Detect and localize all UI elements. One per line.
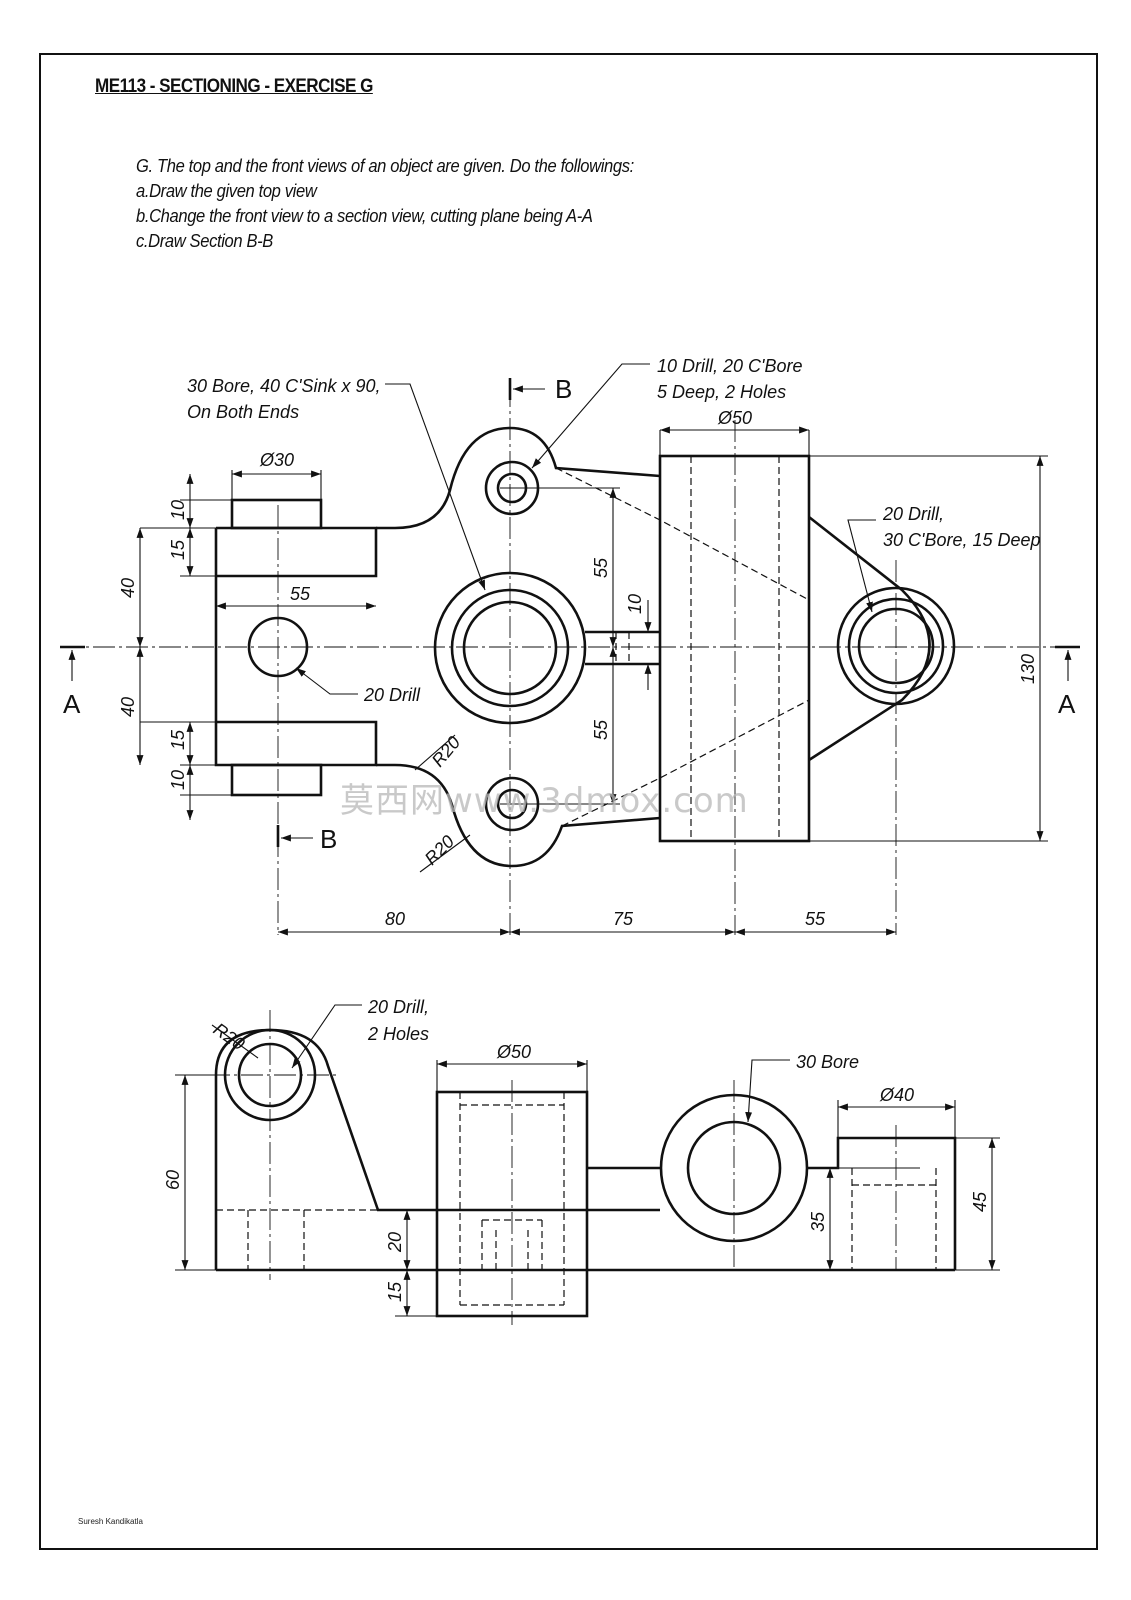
section-label-a-left: A	[63, 689, 81, 719]
dim-55-up: 55	[591, 557, 611, 578]
dim-d40: Ø40	[879, 1085, 914, 1105]
boss-bottom	[230, 763, 323, 797]
note-front-bore: 30 Bore	[796, 1052, 859, 1072]
left-block-outline	[214, 528, 378, 767]
note-20drill-line1: 20 Drill,	[882, 504, 944, 524]
sheet-title: ME113 - SECTIONING - EXERCISE G	[95, 76, 373, 97]
watermark: 莫西网www.3dmox.com	[340, 781, 749, 821]
note-bore-line1: 30 Bore, 40 C'Sink x 90,	[187, 376, 381, 396]
dim-d50-front: Ø50	[496, 1042, 531, 1062]
note-cbore-line2: 5 Deep, 2 Holes	[657, 382, 786, 402]
upper-lug-outline	[376, 426, 661, 530]
note-cbore-line1: 10 Drill, 20 C'Bore	[657, 356, 803, 376]
drawing-border	[39, 53, 1098, 1550]
instruction-line: a.Draw the given top view	[136, 181, 317, 201]
dim-15-top: 15	[168, 539, 188, 560]
dim-60: 60	[163, 1170, 183, 1190]
front-view: 60 Ø50 Ø40 20 15 35 45 R20 20 Drill, 2 H…	[163, 997, 1000, 1325]
dim-80: 80	[385, 909, 405, 929]
note-20drill-line2: 30 C'Bore, 15 Deep	[883, 530, 1041, 550]
boss-top	[230, 498, 323, 530]
note-front-drill-line2: 2 Holes	[367, 1024, 429, 1044]
dim-d50-top: Ø50	[717, 408, 752, 428]
dim-45: 45	[970, 1191, 990, 1212]
top-view: Ø50 Ø30 10 15 40 40 15 10 55 55 55	[60, 356, 1080, 936]
dim-130: 130	[1018, 654, 1038, 684]
dim-40-top: 40	[118, 578, 138, 598]
dim-r20-b: R20	[421, 831, 458, 868]
dim-d30: Ø30	[259, 450, 294, 470]
dim-35: 35	[808, 1211, 828, 1232]
dim-10-bottom: 10	[168, 770, 188, 790]
instruction-line: b.Change the front view to a section vie…	[136, 206, 593, 226]
section-label-b-bottom: B	[320, 824, 337, 854]
instruction-line: c.Draw Section B-B	[136, 231, 273, 251]
dim-15-bottom: 15	[168, 729, 188, 750]
dim-10-top: 10	[168, 500, 188, 520]
dim-55-block: 55	[290, 584, 311, 604]
dim-55-bottom: 55	[805, 909, 826, 929]
dim-r20-front: R20	[210, 1019, 249, 1054]
instructions: G. The top and the front views of an obj…	[136, 154, 634, 254]
instruction-line: G. The top and the front views of an obj…	[136, 156, 634, 176]
section-label-b-top: B	[555, 374, 572, 404]
note-20drill-left: 20 Drill	[363, 685, 421, 705]
note-front-drill-line1: 20 Drill,	[367, 997, 429, 1017]
section-label-a-right: A	[1058, 689, 1076, 719]
dim-10-slot: 10	[625, 594, 645, 614]
front-right-boss	[807, 1136, 957, 1270]
dim-40-bottom: 40	[118, 697, 138, 717]
dim-15: 15	[385, 1281, 405, 1302]
left-block-upper	[216, 526, 378, 578]
dim-55-down: 55	[591, 719, 611, 740]
dim-75: 75	[613, 909, 634, 929]
author-credit: Suresh Kandikatla	[78, 1517, 143, 1526]
right-ear-outline	[808, 515, 931, 762]
dim-r20-a: R20	[428, 732, 465, 770]
dim-20: 20	[385, 1232, 405, 1253]
note-bore-line2: On Both Ends	[187, 402, 299, 422]
cylinder-boss	[658, 454, 811, 843]
lower-lug-outline	[376, 763, 661, 868]
